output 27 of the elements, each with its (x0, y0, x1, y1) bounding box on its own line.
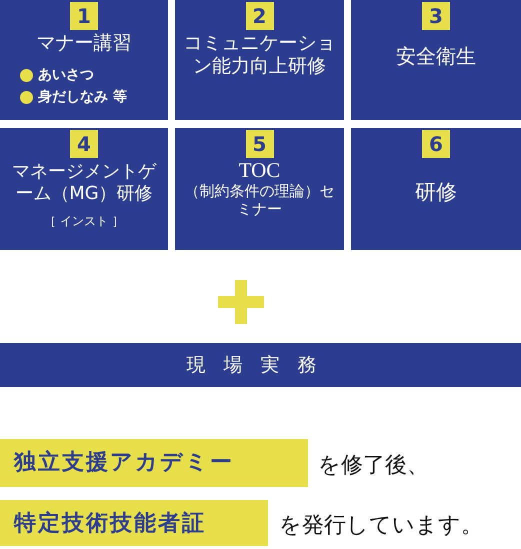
bullet-text: あいさつ (38, 66, 94, 84)
training-card (0, 128, 168, 250)
training-card (175, 128, 344, 250)
training-card (351, 128, 521, 250)
highlight-box: 独立支援アカデミー (0, 439, 308, 487)
number-badge: 4 (70, 130, 98, 158)
number-badge: 3 (422, 2, 450, 30)
card-text: 研修 (414, 180, 458, 206)
card-text: マナー講習 (36, 32, 132, 56)
training-card (175, 0, 344, 120)
highlight-box: 特定技術技能者証 (0, 500, 268, 546)
sentence-text: を修了後、 (318, 452, 429, 480)
sentence-text: を発行しています。 (279, 512, 483, 540)
number-badge: 2 (246, 2, 274, 30)
training-card (0, 0, 168, 120)
card-text: コミュニケーション能力向上研修 (182, 32, 336, 78)
card-text: ［ インスト ］ (43, 214, 125, 229)
training-card (351, 0, 521, 120)
practice-band: 現場実務 (0, 343, 521, 387)
card-text: 安全衛生 (395, 44, 477, 68)
card-text: マネージメントゲーム（MG）研修 (11, 161, 158, 205)
number-badge: 5 (246, 130, 274, 158)
number-badge: 6 (422, 130, 450, 158)
card-text: （制約条件の理論）セミナー (184, 182, 336, 219)
bullet-text: 身だしなみ 等 (38, 88, 127, 106)
card-text: TOC (238, 158, 282, 184)
number-badge: 1 (70, 2, 98, 30)
